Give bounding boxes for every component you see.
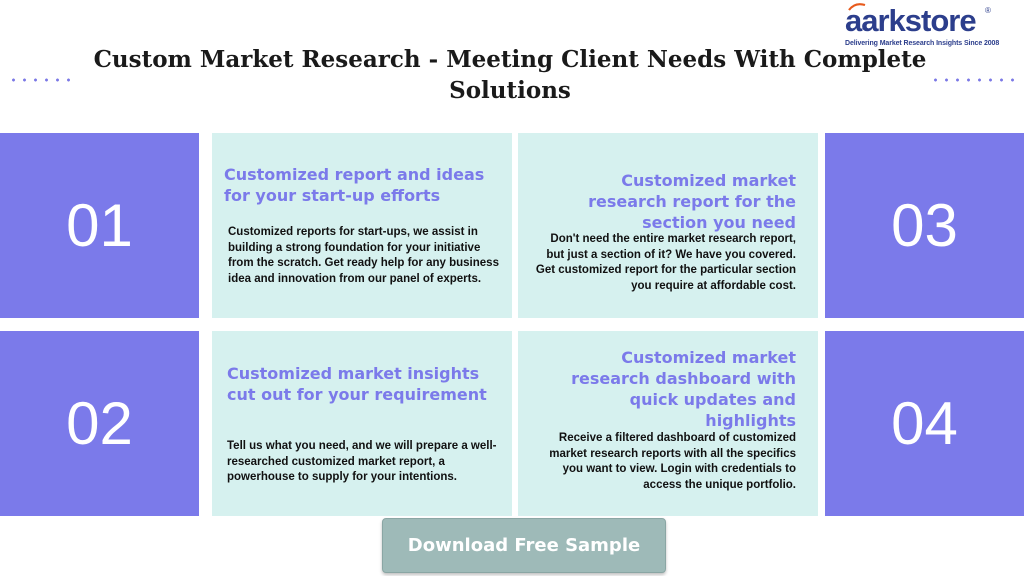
feature-card-04: Customized market research dashboard wit… — [518, 331, 818, 516]
number-box-02: 02 — [0, 331, 199, 516]
logo-registered-mark: ® — [985, 6, 991, 15]
card-body: Tell us what you need, and we will prepa… — [227, 440, 497, 483]
number-box-04: 04 — [825, 331, 1024, 516]
logo-tagline: Delivering Market Research Insights Sinc… — [845, 40, 1000, 47]
card-heading: Customized market research report for th… — [588, 171, 796, 232]
logo-swoosh-icon — [848, 3, 866, 11]
number-box-03: 03 — [825, 133, 1024, 318]
page-title: Custom Market Research - Meeting Client … — [93, 46, 927, 104]
card-heading: Customized market insights cut out for y… — [227, 364, 487, 404]
download-free-sample-button[interactable]: Download Free Sample — [382, 518, 666, 573]
feature-card-02: Customized market insights cut out for y… — [212, 331, 512, 516]
logo-wordmark: aarkstore — [845, 3, 977, 38]
decorative-dots-right — [930, 78, 1020, 82]
aarkstore-logo[interactable]: aarkstore ® Delivering Market Research I… — [845, 2, 999, 50]
card-body: Customized reports for start-ups, we ass… — [228, 226, 499, 285]
card-heading: Customized market research dashboard wit… — [571, 348, 796, 430]
decorative-dots-left — [8, 78, 78, 82]
card-heading: Customized report and ideas for your sta… — [224, 165, 485, 205]
feature-card-03: Customized market research report for th… — [518, 133, 818, 318]
number-box-01: 01 — [0, 133, 199, 318]
card-body: Receive a filtered dashboard of customiz… — [549, 432, 796, 491]
feature-card-01: Customized report and ideas for your sta… — [212, 133, 512, 318]
card-body: Don't need the entire market research re… — [535, 233, 796, 292]
